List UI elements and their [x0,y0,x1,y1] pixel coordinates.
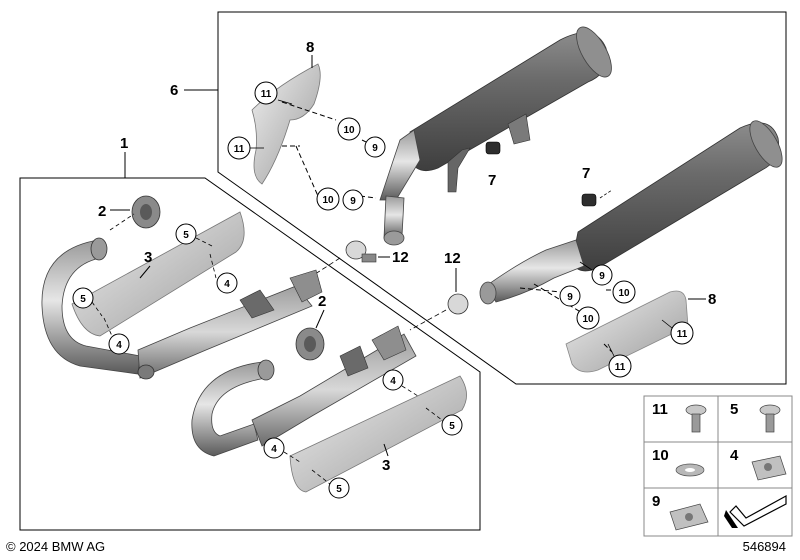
callout-11b: 11 [227,136,264,160]
svg-text:5: 5 [336,484,342,495]
header-heat-shield-upper [71,211,245,337]
svg-text:4: 4 [271,444,277,455]
part-8b-label: 8 [708,291,716,308]
svg-text:10: 10 [322,195,334,206]
callout-10c: 10 [612,280,636,304]
legend-item-0-label: 11 [652,401,668,418]
callout-9c: 9 [579,261,613,286]
svg-text:4: 4 [224,279,230,290]
callout-4a: 4 [216,272,238,294]
callout-4d: 4 [263,437,285,459]
gasket-icon [295,327,325,361]
callout-11c: 11 [661,319,694,345]
svg-text:4: 4 [116,340,122,351]
legend-item-3-label: 4 [730,447,739,464]
washer-icon [675,463,705,477]
part-8-label: 8 [306,39,314,56]
callout-10b: 10 [316,187,340,211]
header-heat-shield-lower [289,375,467,493]
group-1-label: 1 [120,135,128,152]
svg-text:9: 9 [567,292,573,303]
svg-text:10: 10 [343,125,355,136]
svg-text:5: 5 [80,294,86,305]
callout-10d: 10 [576,306,600,330]
part-3b-label: 3 [382,457,390,474]
group-6-frame [217,11,787,385]
svg-text:5: 5 [449,421,455,432]
svg-text:11: 11 [677,329,688,340]
upper-muffler [379,26,612,246]
lower-header-pipe [191,325,417,457]
svg-text:11: 11 [261,89,272,100]
svg-text:9: 9 [372,143,378,154]
speed-nut-icon [669,503,709,531]
callout-4c: 4 [382,369,404,391]
callout-11a: 11 [254,81,293,105]
pipe-clamp-upper [345,240,377,263]
svg-text:10: 10 [618,288,630,299]
upper-header-pipe [41,237,323,380]
assembly-lines-left-lower [283,385,443,485]
callout-9a: 9 [364,136,386,158]
part-12-label: 12 [392,249,409,266]
callout-5d: 5 [328,477,350,499]
callout-9b: 9 [342,189,364,211]
callout-10a: 10 [337,117,361,141]
gasket-icon [131,195,161,229]
part-7-label: 7 [488,172,496,189]
legend-table: 11 5 10 4 9 [643,395,793,537]
part-2b-label: 2 [318,293,326,310]
upper-heat-shield [251,63,321,185]
callout-5b: 5 [72,287,94,309]
svg-text:11: 11 [615,362,626,373]
pipe-clamp-lower [447,293,469,315]
lower-muffler [479,120,783,305]
assembly-lines-left-upper [91,237,217,337]
assembly-lines-clamps [311,257,447,331]
part-12b-label: 12 [444,250,461,267]
svg-text:9: 9 [350,196,356,207]
svg-text:4: 4 [390,376,396,387]
rubber-grommet-icon [485,141,501,155]
part-3-label: 3 [144,249,152,266]
part-2-label: 2 [98,203,106,220]
svg-text:11: 11 [234,144,245,155]
group-6-label: 6 [170,82,178,99]
torx-screw-icon [685,404,707,433]
legend-item-4-label: 9 [652,493,660,510]
part-7b-label: 7 [582,165,590,182]
legend-item-1-label: 5 [730,401,738,418]
arrow-icon [724,494,787,528]
svg-text:5: 5 [183,230,189,241]
legend-item-2-label: 10 [652,447,669,464]
callout-9d: 9 [559,285,581,307]
callout-5a: 5 [175,223,197,245]
callout-4b: 4 [108,333,130,355]
svg-text:10: 10 [582,314,594,325]
copyright-text: © 2024 BMW AG [6,539,106,554]
callout-11d: 11 [607,343,632,378]
diagram-number: 546894 [742,539,786,554]
callout-5c: 5 [441,414,463,436]
speed-nut-icon [751,455,787,481]
rubber-grommet-icon [581,193,597,207]
group-1-frame [19,177,481,531]
torx-screw-icon [759,404,781,433]
svg-text:9: 9 [599,271,605,282]
